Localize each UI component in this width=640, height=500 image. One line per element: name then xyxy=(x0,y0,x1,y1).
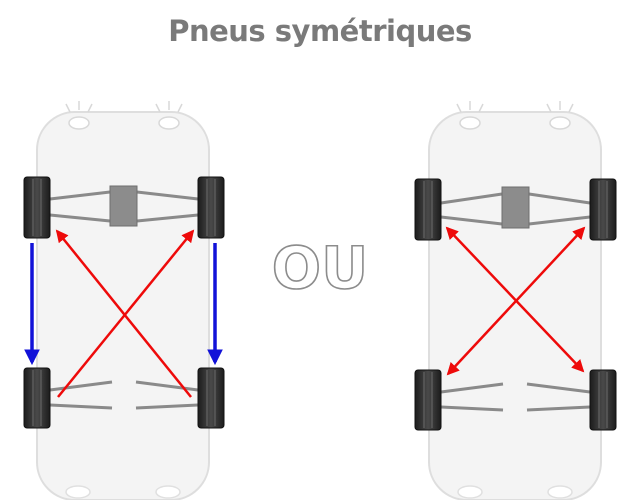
headlight-icon xyxy=(65,101,183,130)
arrow-front-right-rear-left-swap xyxy=(446,226,586,376)
tire-rear-left xyxy=(23,367,51,429)
tire-front-right xyxy=(589,178,617,241)
rear-axle xyxy=(49,380,199,410)
differential xyxy=(501,186,530,229)
headlight-icon xyxy=(456,101,574,130)
tire-front-right xyxy=(197,176,225,239)
front-axle xyxy=(440,192,591,226)
taillight-icon xyxy=(457,485,573,499)
tire-front-left xyxy=(23,176,51,239)
car-left xyxy=(23,101,225,500)
car-body xyxy=(36,111,210,500)
tire-rear-left xyxy=(414,369,442,431)
car-right xyxy=(414,101,617,500)
car-body xyxy=(428,111,602,500)
differential xyxy=(109,185,138,227)
rear-axle xyxy=(440,382,591,412)
arrow-rear-right-to-front-left xyxy=(55,229,192,398)
front-axle xyxy=(49,190,199,223)
page-title: Pneus symétriques xyxy=(168,14,472,48)
tire-front-left xyxy=(414,178,442,241)
tire-rear-right xyxy=(589,369,617,431)
separator-label: OU xyxy=(272,234,368,302)
tire-rear-right xyxy=(197,367,225,429)
taillight-icon xyxy=(65,485,181,499)
